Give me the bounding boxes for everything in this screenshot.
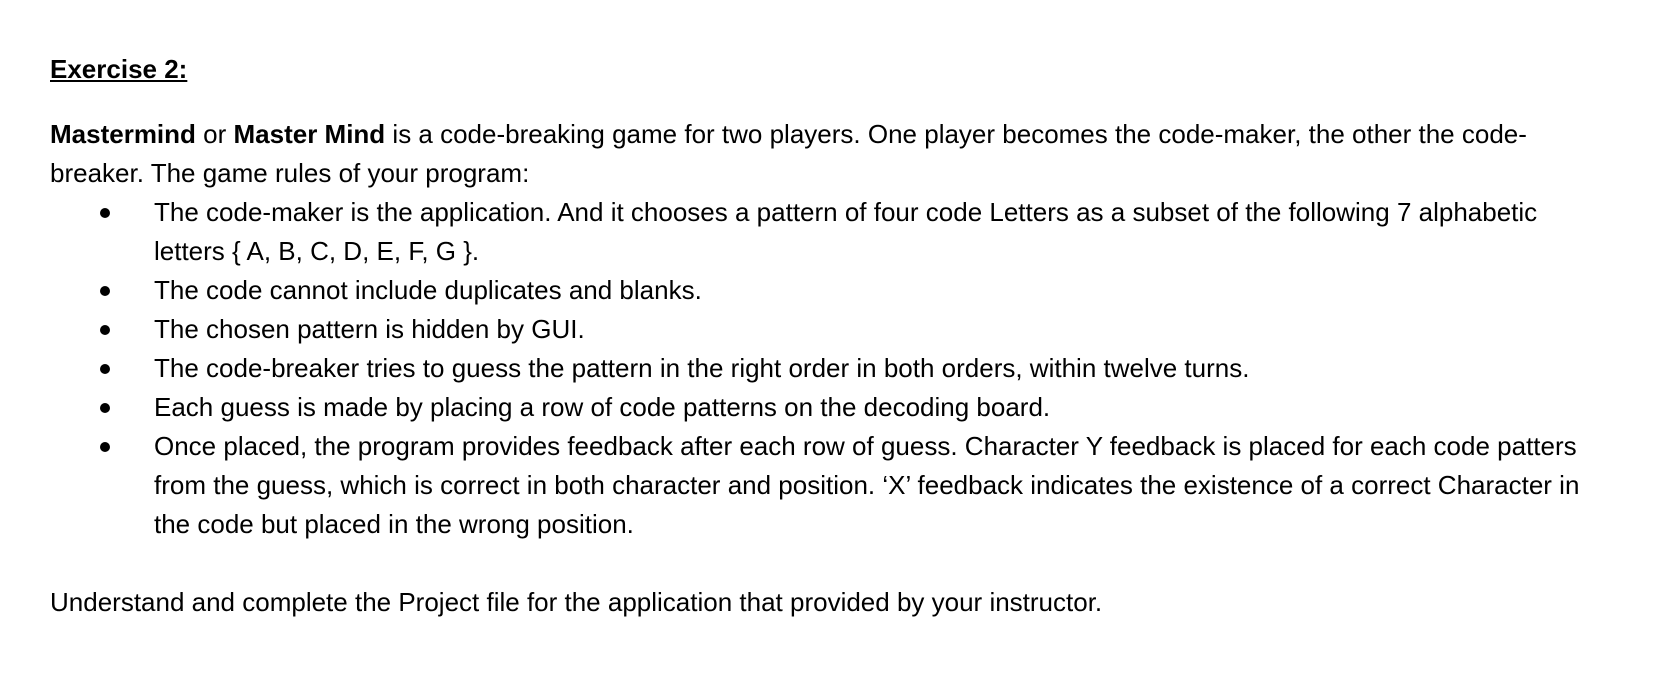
term-master-mind: Master Mind xyxy=(233,119,386,149)
term-mastermind: Mastermind xyxy=(50,119,196,149)
list-item: The code cannot include duplicates and b… xyxy=(50,271,1610,310)
bullet-icon xyxy=(100,208,110,218)
bullet-icon xyxy=(100,364,110,374)
list-item: Once placed, the program provides feedba… xyxy=(50,427,1610,544)
exercise-heading: Exercise 2: xyxy=(50,54,188,84)
rule-text: The code-breaker tries to guess the patt… xyxy=(154,353,1250,383)
intro-paragraph: Mastermind or Master Mind is a code-brea… xyxy=(50,115,1610,193)
list-item: Each guess is made by placing a row of c… xyxy=(50,388,1610,427)
rule-text: The code cannot include duplicates and b… xyxy=(154,275,702,305)
bullet-icon xyxy=(100,286,110,296)
rule-text: Once placed, the program provides feedba… xyxy=(154,431,1580,539)
list-item: The code-maker is the application. And i… xyxy=(50,193,1610,271)
rule-text: The chosen pattern is hidden by GUI. xyxy=(154,314,585,344)
intro-rest: is a code-breaking game for two players.… xyxy=(50,119,1527,188)
closing-paragraph: Understand and complete the Project file… xyxy=(50,587,1103,617)
document-body: Exercise 2: Mastermind or Master Mind is… xyxy=(50,50,1610,622)
list-item: The chosen pattern is hidden by GUI. xyxy=(50,310,1610,349)
intro-connector: or xyxy=(195,119,234,149)
bullet-icon xyxy=(100,442,110,452)
rule-text: Each guess is made by placing a row of c… xyxy=(154,392,1051,422)
rule-text: The code-maker is the application. And i… xyxy=(154,197,1538,266)
bullet-icon xyxy=(100,403,110,413)
list-item: The code-breaker tries to guess the patt… xyxy=(50,349,1610,388)
bullet-icon xyxy=(100,325,110,335)
game-rules-list: The code-maker is the application. And i… xyxy=(50,193,1610,544)
